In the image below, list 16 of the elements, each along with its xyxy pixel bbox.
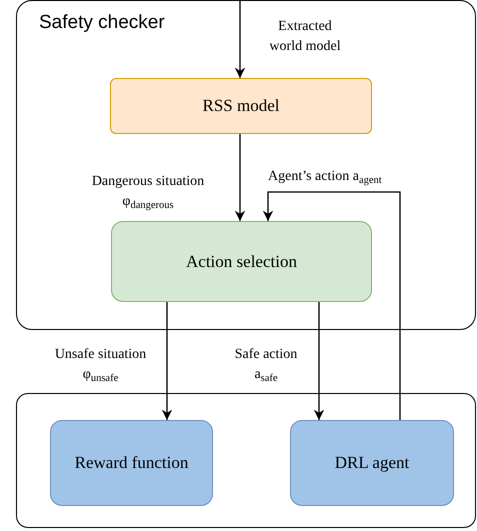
group-container bbox=[16, 393, 476, 528]
arrow bbox=[162, 302, 172, 420]
arrow bbox=[234, 0, 246, 78]
group-container bbox=[16, 0, 476, 330]
process-box bbox=[111, 221, 372, 302]
process-box bbox=[290, 420, 454, 506]
process-box bbox=[50, 420, 213, 506]
arrow bbox=[314, 302, 324, 420]
node-label: RSS model bbox=[202, 95, 280, 118]
group-title: Safety checker bbox=[39, 11, 165, 35]
arrow bbox=[234, 134, 246, 221]
process-box bbox=[110, 78, 372, 134]
node-label: Reward function bbox=[74, 452, 188, 474]
node-label: Action selection bbox=[186, 250, 297, 273]
node-label: DRL agent bbox=[334, 452, 410, 474]
arrow bbox=[262, 191, 401, 420]
